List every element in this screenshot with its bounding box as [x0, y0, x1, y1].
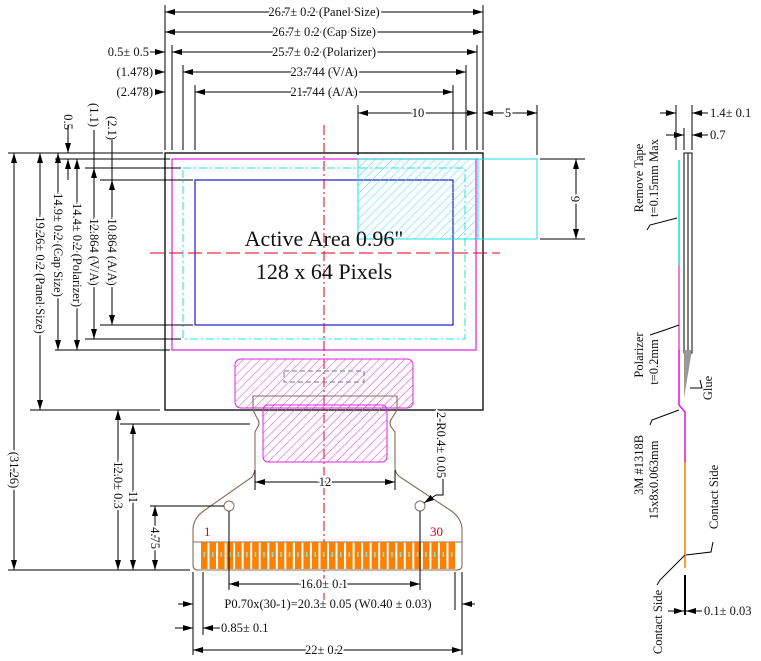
fpc-pin-mark — [331, 552, 334, 557]
dim-polarizer-height: 14.4± 0.2 (Polarizer) — [70, 203, 84, 307]
dim-aa-offset: (2.478) — [117, 85, 153, 99]
dim-va-offset: (1.478) — [117, 65, 153, 79]
fpc-pin-mark — [203, 552, 206, 557]
polarizer-label: Polarizer — [632, 332, 646, 378]
active-area-label: Active Area 0.96" — [245, 226, 404, 251]
side-thickness: 1.4± 0.1 — [710, 106, 751, 120]
fpc-pin-mark — [254, 552, 257, 557]
fpc-pin-mark — [399, 552, 402, 557]
dim-pin-span: 16.0± 0.1 — [300, 577, 348, 591]
remove-tape-label: Remove Tape — [632, 143, 646, 212]
dim-panel-width: 26.7± 0.2 (Panel Size) — [268, 5, 379, 19]
dim-tape-width: 10 — [412, 106, 425, 120]
fpc-pin-mark — [408, 552, 410, 557]
fpc-pin-mark — [433, 552, 436, 557]
fpc-pin-mark — [340, 552, 342, 557]
contact-side-label-right: Contact Side — [707, 464, 721, 529]
contact-side-label-left: Contact Side — [651, 589, 665, 654]
dim-fpc-radius: 2-R0.4± 0.05 — [434, 412, 448, 478]
fpc-pin-mark — [391, 552, 393, 557]
dim-aa-offset-v: (2.1) — [105, 116, 119, 140]
remove-tape-thickness: t=0.15mm Max — [647, 138, 661, 217]
dim-va-height: 12.864 (V/A) — [87, 218, 101, 285]
dim-cap-width: 26.7± 0.2 (Cap Size) — [272, 25, 376, 39]
fpc-pin-mark — [416, 552, 419, 557]
fpc-locating-hole-right — [414, 500, 426, 512]
remove-tape-area — [357, 158, 479, 240]
fpc-pin-mark — [425, 552, 427, 557]
fpc-pin-mark — [374, 552, 376, 557]
fpc-pin-mark — [314, 552, 316, 557]
glue-label: Glue — [701, 375, 715, 400]
fpc-pin-mark — [450, 552, 453, 557]
dim-tape-extension: 5 — [505, 106, 511, 120]
dim-fpc-total-width: 22± 0.2 — [305, 643, 343, 657]
fpc-pin-mark — [348, 552, 351, 557]
left-dimension-lines — [8, 125, 250, 571]
fpc-pin-mark — [263, 552, 265, 557]
fpc-dimension-lines — [175, 470, 475, 655]
fpc-pin-mark — [271, 552, 274, 557]
fpc-pin-mark — [297, 552, 299, 557]
dim-aa-height: 10.864 (A/A) — [105, 218, 119, 285]
fpc-pin-mark — [220, 552, 223, 557]
fpc-pin-mark — [382, 552, 385, 557]
dim-tape-height: 9 — [568, 196, 582, 202]
side-glass-thickness: 0.7 — [710, 128, 726, 142]
dim-va-width: 23.744 (V/A) — [290, 65, 357, 79]
pin-1-label: 1 — [204, 524, 211, 539]
driver-ic-marker — [283, 370, 365, 383]
fpc-pin-mark — [237, 552, 240, 557]
dim-polarizer-width: 25.7± 0.2 (Polarizer) — [272, 45, 376, 59]
dim-panel-height: 19.26± 0.2 (Panel Size) — [33, 216, 47, 334]
dim-polarizer-offset: 0.5± 0.5 — [108, 45, 149, 59]
fpc-locating-hole-left — [223, 500, 235, 512]
polarizer-thickness: t=0.2mm — [647, 339, 661, 385]
fpc-pin-mark — [322, 552, 325, 557]
pin-30-label: 30 — [430, 524, 443, 539]
driver-ic-area — [234, 358, 414, 409]
dim-fpc-length: 12.0± 0.3 — [111, 461, 125, 509]
fpc-pin-mark — [229, 552, 231, 557]
fpc-pin-mark — [288, 552, 291, 557]
stiffener-label: 3M #1318B — [632, 435, 646, 495]
dim-fpc-width-12: 12 — [319, 475, 332, 489]
dim-va-offset-v: (1.1) — [87, 103, 101, 127]
fpc-thickness: 0.1± 0.03 — [704, 604, 752, 618]
fpc-pin-mark — [212, 552, 214, 557]
side-view — [646, 105, 714, 615]
fpc-pin-mark — [305, 552, 308, 557]
fpc-pin-mark — [246, 552, 248, 557]
fpc-outline — [192, 395, 463, 571]
dim-cap-height: 14.9± 0.2 (Cap Size) — [51, 193, 65, 297]
fpc-pin-mark — [365, 552, 368, 557]
dim-fpc-11: 11 — [126, 491, 140, 503]
dim-pin-pitch: P0.70x(30-1)=20.3± 0.05 (W0.40 ± 0.03) — [224, 597, 431, 611]
fpc-pins — [201, 542, 455, 569]
fpc-pin-mark — [280, 552, 282, 557]
fpc-pin-mark — [357, 552, 359, 557]
fpc-stiffener-area — [262, 404, 388, 463]
remove-tape-tab — [477, 158, 538, 240]
top-dimension-lines — [150, 5, 585, 240]
fpc-pin-mark — [442, 552, 444, 557]
dim-edge-offset: 0.85± 0.1 — [221, 621, 269, 635]
dim-aa-width: 21.744 (A/A) — [290, 85, 357, 99]
pixel-resolution-label: 128 x 64 Pixels — [256, 259, 392, 284]
stiffener-size: 15x8x0.063mm — [647, 440, 661, 519]
dim-pol-offset: 0.5 — [61, 114, 75, 130]
dim-fpc-475: 4.75 — [148, 527, 162, 549]
dim-total-height: (31.26) — [7, 452, 21, 488]
